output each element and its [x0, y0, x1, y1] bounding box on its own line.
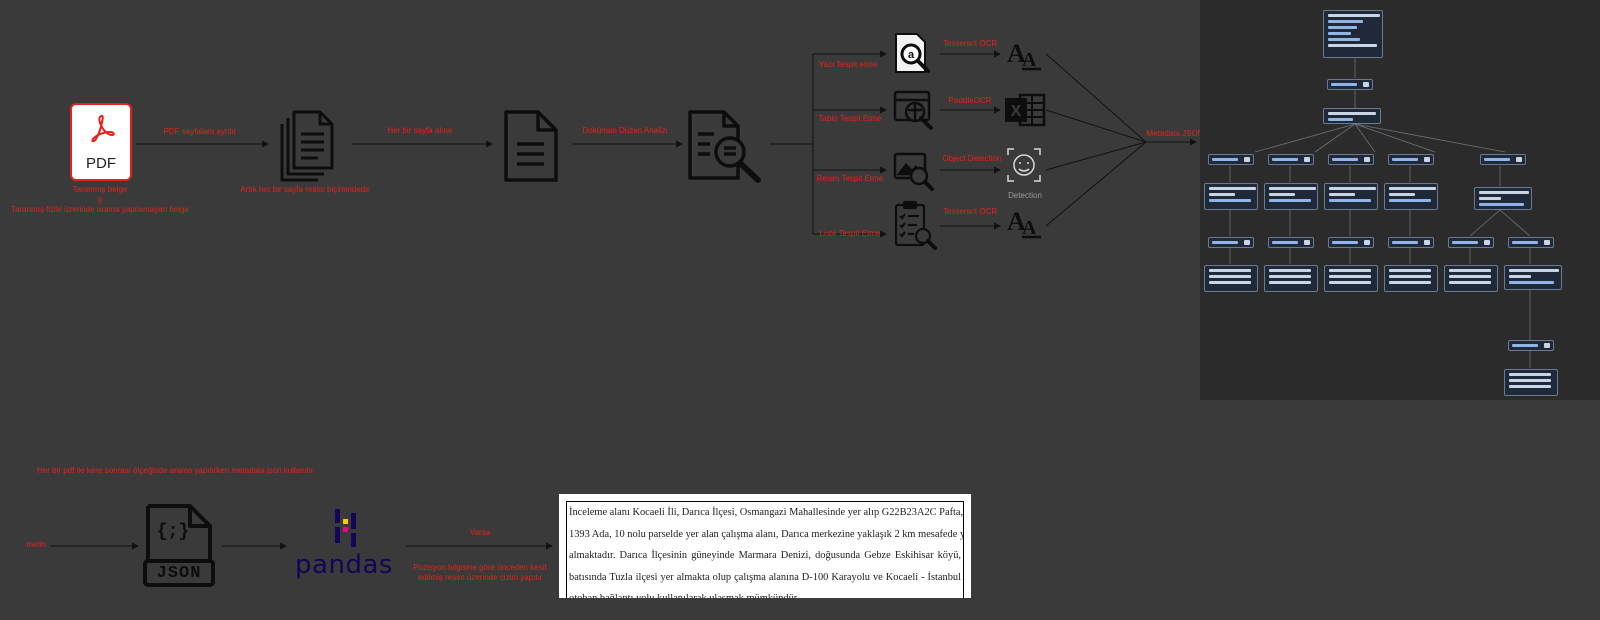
tree-position-pill-6: [1508, 237, 1554, 248]
tree-position-pill-4: [1388, 237, 1434, 248]
json-tree-view: [1200, 0, 1600, 400]
merge-line-3: [1045, 141, 1147, 171]
merge-line-1: [1045, 53, 1147, 143]
step-caption-2: edilmiş resim üzerinde çizim yapılır: [417, 573, 543, 582]
pandas-logo-mark: [335, 509, 356, 547]
excel-icon: X: [1005, 93, 1046, 127]
image-search-icon: [893, 152, 934, 191]
document-line-2: 1393 Ada, 10 nolu parselde yer alan çalı…: [569, 528, 963, 540]
tree-coord-node-1: [1204, 265, 1258, 292]
branch-label-table: Tablo Tespit Etme: [818, 114, 882, 123]
document-icon: [504, 110, 558, 182]
step-take-page-label: Her bir sayfa alınır: [387, 126, 453, 135]
pdf-file-icon: PDF: [70, 103, 132, 181]
tree-root-node: [1323, 10, 1383, 58]
document-text-box: İnceleme alanı Kocaeli İli, Darıca İlçes…: [566, 501, 964, 598]
step-if-label: Varsa: [469, 528, 491, 537]
tree-position-pill-1: [1208, 237, 1254, 248]
pdf-caption-3: Taranmış fiziki üzerinde arama yapılamay…: [11, 205, 189, 214]
detection-icon: [1007, 148, 1041, 182]
pages-caption: Artık her bir sayfa resim biçimindedir: [240, 185, 370, 194]
tool-label-3: Object Detection: [942, 154, 1002, 163]
tree-branch-pill-3: [1328, 154, 1374, 165]
tree-branch-pill-2: [1268, 154, 1314, 165]
tool-label-4: Tesseract OCR: [942, 207, 998, 216]
table-search-icon: [893, 90, 933, 130]
pandas-logo-text: pandas: [295, 550, 393, 580]
pdf-icon-label: PDF: [86, 155, 116, 172]
tree-branch-pill-5: [1480, 154, 1526, 165]
merge-label: Metadata JSON: [1146, 129, 1204, 138]
tree-position-pill-3: [1328, 237, 1374, 248]
document-line-5: otoban bağlantı yolu kullanılarak ulaşma…: [567, 588, 963, 598]
svg-text:a: a: [908, 49, 915, 61]
json-file-icon: [143, 504, 215, 587]
pdf-caption-1: Taranmış belge: [72, 185, 128, 194]
tree-position-pill-5: [1448, 237, 1494, 248]
tree-item-node-1: [1204, 183, 1258, 210]
svg-text:A: A: [1022, 49, 1037, 71]
font-icon: A A: [1007, 39, 1041, 71]
svg-text:A: A: [1022, 217, 1037, 239]
detection-caption: Detection: [1008, 191, 1042, 200]
document-preview: İnceleme alanı Kocaeli İli, Darıca İlçes…: [559, 494, 971, 598]
tree-page-node: [1323, 108, 1381, 124]
input-text-label: metin: [26, 540, 46, 549]
json-icon-label: JSON: [156, 564, 202, 583]
tree-coord-node-3: [1324, 265, 1378, 292]
text-search-icon: a: [895, 33, 930, 73]
document-search-icon: [688, 110, 761, 183]
tree-coord-node-7: [1504, 369, 1558, 396]
pages-stack-icon: [280, 110, 334, 182]
step-layout-label: Doküman Düzen Analizi: [582, 126, 668, 135]
tool-label-1: Tesseract OCR: [942, 39, 998, 48]
document-line-4: batısında Tuzla ilçesi yer almakta olup …: [569, 571, 961, 583]
branch-label-image: Resim Tespit Etme: [816, 174, 884, 183]
tree-branch-pill-1: [1208, 154, 1254, 165]
tree-coord-node-5: [1444, 265, 1498, 292]
step-caption-1: Pozisyon bilgisine göre önceden kesit: [413, 563, 547, 572]
list-search-icon: [894, 200, 937, 250]
branch-label-text: Yazı Tespit etme: [818, 60, 878, 69]
svg-text:X: X: [1011, 103, 1022, 120]
tree-position-pill-2: [1268, 237, 1314, 248]
document-line-3: almaktadır. Darıca İlçesinin güneyinde M…: [569, 550, 961, 562]
font-icon: A A: [1007, 207, 1041, 239]
pdf-caption-2: ||: [97, 196, 103, 205]
tree-branch-pill-4: [1388, 154, 1434, 165]
acrobat-icon: [91, 114, 115, 143]
tree-item-node-3: [1324, 183, 1378, 210]
tree-pages-pill: [1327, 79, 1373, 90]
branch-label-list: Liste Tespit Etme: [819, 229, 881, 238]
svg-text:A: A: [1007, 39, 1026, 68]
merge-line-4: [1045, 141, 1147, 227]
json-braces-glyph: {;}: [156, 522, 190, 542]
tree-entry-node-6: [1504, 265, 1562, 290]
step-split-label: PDF sayfalara ayrılır: [163, 127, 237, 136]
merge-line-2: [1045, 109, 1147, 143]
tree-position-pill-7: [1508, 340, 1554, 351]
bottom-header: Her bir pdf ile kere sonrası ölçeğinde a…: [37, 466, 314, 475]
document-line-1: İnceleme alanı Kocaeli İli, Darıca İlçes…: [569, 507, 963, 518]
tree-item-node-4: [1384, 183, 1438, 210]
tree-item-node-5: [1474, 187, 1532, 210]
tool-label-2: PaddleOCR: [948, 96, 992, 105]
tree-coord-node-4: [1384, 265, 1438, 292]
tree-coord-node-2: [1264, 265, 1318, 292]
tree-item-node-2: [1264, 183, 1318, 210]
svg-text:A: A: [1007, 207, 1026, 236]
tree-connectors: [1229, 58, 1531, 368]
